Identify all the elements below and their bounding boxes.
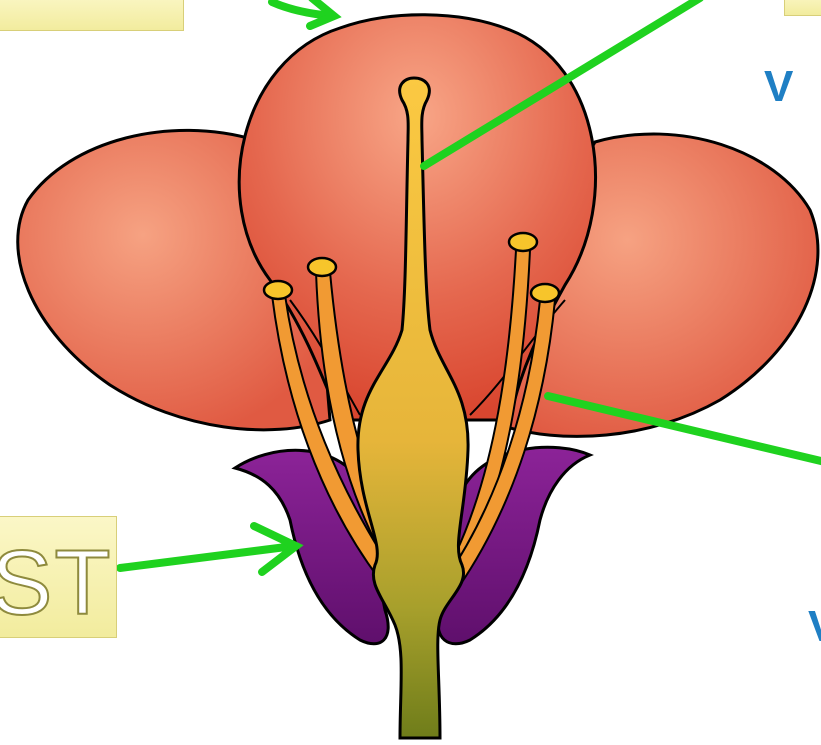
anther-3 [509,233,537,251]
anther-1 [264,281,292,299]
label-box-top-left [0,0,184,31]
anther-4 [531,284,559,302]
side-letter-right-bottom: V [808,602,821,652]
side-letter-right-top: V [764,62,793,112]
label-left-text: STI [0,531,117,636]
anther-2 [308,258,336,276]
label-box-left: STI [0,516,117,638]
label-box-top-right [784,0,821,16]
